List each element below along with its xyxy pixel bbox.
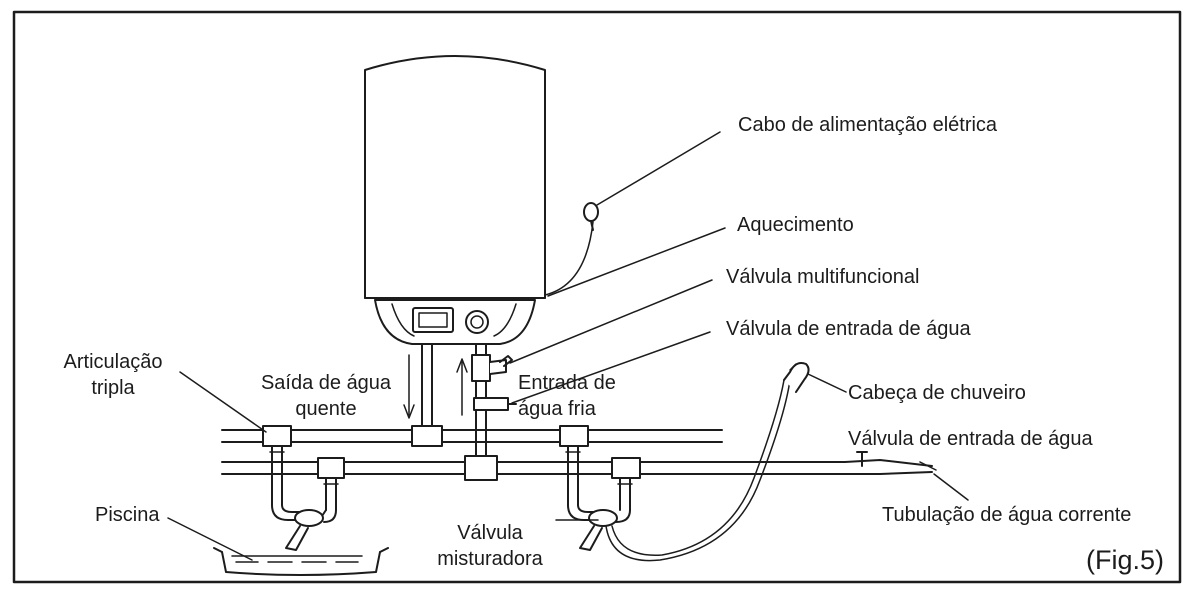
label-cold-inlet: Entrada de água fria [518, 372, 616, 420]
label-heating: Aquecimento [737, 214, 854, 236]
hot-water-manifold [221, 429, 723, 443]
shower-head-icon [783, 362, 810, 393]
power-cable [544, 221, 594, 296]
power-plug-icon [583, 202, 599, 231]
label-shower-head: Cabeça de chuveiro [848, 382, 1026, 404]
running-water-pipe [844, 459, 937, 475]
label-triple-joint: Articulação tripla [63, 351, 163, 399]
leader-heating [547, 227, 726, 297]
label-hot-outlet: Saída de água quente [260, 372, 392, 420]
cold-flow-arrow [456, 358, 468, 416]
cold-inlet-tee [464, 455, 498, 481]
label-multifunction-valve: Válvula multifuncional [726, 266, 920, 288]
leader-power-cable [596, 131, 721, 206]
display-icon [412, 307, 454, 333]
leader-triple-joint [179, 371, 267, 433]
label-running-water-pipe: Tubulação de água corrente [882, 504, 1132, 526]
hot-flow-arrow [403, 354, 415, 419]
hot-outlet-tee [411, 425, 443, 447]
cold-tee-left [317, 457, 345, 479]
diagram-frame [12, 10, 1182, 584]
thermostat-knob-icon [465, 310, 489, 334]
inlet-valve-right-icon [856, 451, 868, 467]
inlet-valve-top [473, 397, 509, 411]
label-mixing-valve: Válvula misturadora [437, 522, 543, 570]
shower-hose [605, 379, 791, 562]
triple-joint-right [559, 425, 589, 447]
pool-basin [213, 547, 389, 576]
leader-pool [167, 517, 253, 561]
cold-water-manifold [221, 461, 846, 475]
hot-water-outlet-pipe [421, 343, 433, 431]
triple-joint-left [262, 425, 292, 447]
leader-multifunction-valve [509, 279, 713, 364]
figure-reference: (Fig.5) [1086, 545, 1165, 575]
label-power-cable: Cabo de alimentação elétrica [738, 114, 998, 136]
label-inlet-valve-right: Válvula de entrada de água [848, 428, 1093, 450]
label-inlet-valve-top: Válvula de entrada de água [726, 318, 971, 340]
label-pool: Piscina [95, 504, 160, 526]
leader-running-water-pipe [933, 473, 969, 501]
water-heater-tank [364, 55, 546, 345]
leader-shower-head [807, 373, 847, 393]
left-mixing-assembly [269, 445, 339, 551]
leader-inlet-valve-top [511, 331, 711, 404]
cold-tee-right [611, 457, 641, 479]
multifunction-valve [471, 354, 491, 382]
